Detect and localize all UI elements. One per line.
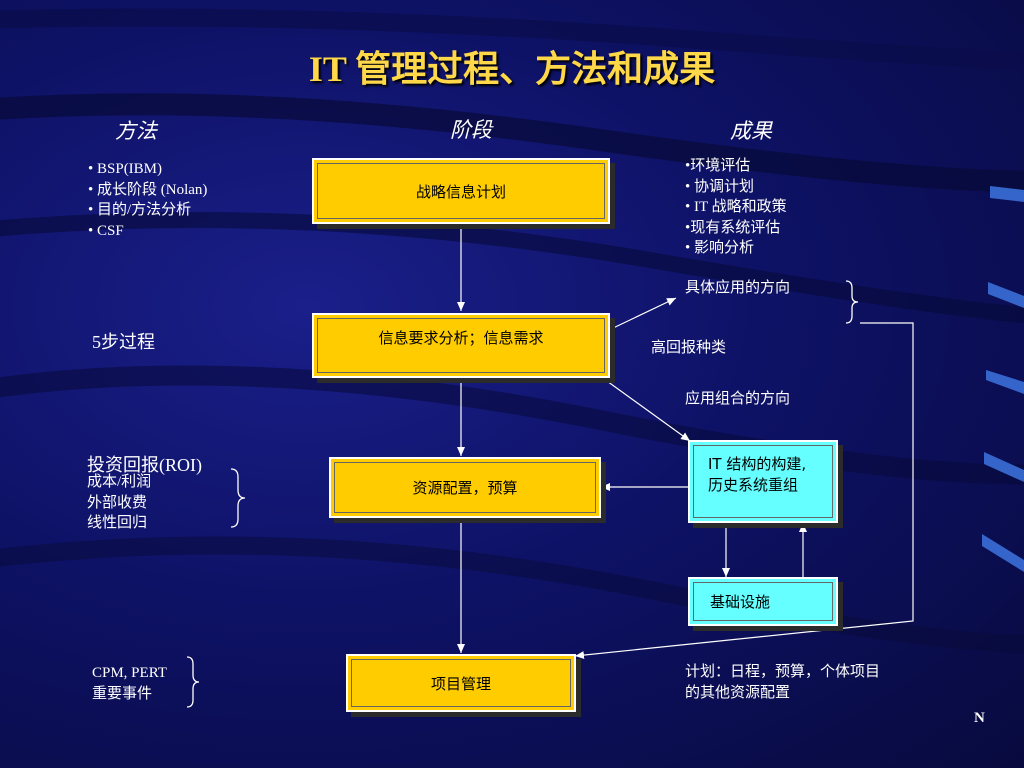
list-item: • 协调计划 — [685, 178, 755, 195]
list-item: • 目的/方法分析 — [88, 202, 192, 218]
slide-title: IT 管理过程、方法和成果 — [308, 49, 716, 89]
list-item: • CSF — [88, 222, 124, 239]
arrow-s2-to-it-box — [599, 375, 691, 442]
stage-label: 信息要求分析；信息需求 — [317, 318, 605, 373]
brace-roi — [230, 468, 246, 528]
methods-list-bsp: • BSP(IBM) • 成长阶段 (Nolan) • 目的/方法分析 • CS… — [88, 159, 207, 241]
roi-list: 成本/利润 外部收费 线性回归 — [87, 472, 151, 534]
infrastructure-label: 基础设施 — [693, 582, 833, 621]
stage-label: 项目管理 — [351, 659, 571, 707]
stage-box-resource-allocation: 资源配置，预算 — [329, 457, 601, 518]
brace-app-direction — [845, 280, 859, 324]
brace-cpm — [186, 656, 200, 708]
list-item: •环境评估 — [685, 158, 751, 174]
list-item: 成本/利润 — [87, 474, 152, 490]
it-architecture-label: IT 结构的构建, 历史系统重组 — [693, 445, 833, 518]
header-results: 成果 — [730, 119, 772, 143]
five-step-process: 5步过程 — [92, 332, 155, 352]
list-item: CPM, PERT — [92, 665, 167, 681]
header-stages: 阶段 — [450, 118, 492, 142]
slide-marker: N — [974, 710, 985, 726]
list-item: • 影响分析 — [685, 240, 755, 256]
list-item: • BSP(IBM) — [88, 161, 163, 177]
list-item: • 成长阶段 (Nolan) — [88, 181, 208, 198]
list-item: 的其他资源配置 — [685, 684, 791, 701]
arrow-s2-to-app-direction — [608, 297, 677, 331]
result-high-return: 高回报种类 — [651, 340, 727, 356]
cpm-list: CPM, PERT 重要事件 — [92, 663, 167, 704]
it-architecture-box: IT 结构的构建, 历史系统重组 — [688, 440, 838, 523]
roi-heading: 投资回报(ROI) — [87, 455, 202, 475]
stage-box-requirements-analysis: 信息要求分析；信息需求 — [312, 313, 610, 378]
result-plan: 计划：日程，预算，个体项目 的其他资源配置 — [685, 662, 880, 703]
stage-box-strategic-planning: 战略信息计划 — [312, 158, 610, 224]
list-item: 计划：日程，预算，个体项目 — [685, 664, 881, 680]
it-architecture-line1: IT 结构的构建, — [708, 455, 807, 473]
list-item: 线性回归 — [87, 515, 148, 531]
result-portfolio-direction: 应用组合的方向 — [685, 391, 791, 407]
list-item: •现有系统评估 — [685, 219, 781, 236]
stage-label: 资源配置，预算 — [334, 462, 596, 513]
results-list-strategic: •环境评估 • 协调计划 • IT 战略和政策 •现有系统评估 • 影响分析 — [685, 156, 787, 259]
it-architecture-line2: 历史系统重组 — [708, 476, 799, 494]
stage-label: 战略信息计划 — [317, 163, 605, 219]
result-app-direction: 具体应用的方向 — [685, 280, 791, 296]
header-methods: 方法 — [115, 119, 157, 143]
list-item: • IT 战略和政策 — [685, 199, 787, 215]
list-item: 重要事件 — [92, 685, 153, 702]
stage-box-project-management: 项目管理 — [346, 654, 576, 712]
infrastructure-box: 基础设施 — [688, 577, 838, 626]
feedback-line — [574, 322, 914, 660]
list-item: 外部收费 — [87, 494, 148, 511]
